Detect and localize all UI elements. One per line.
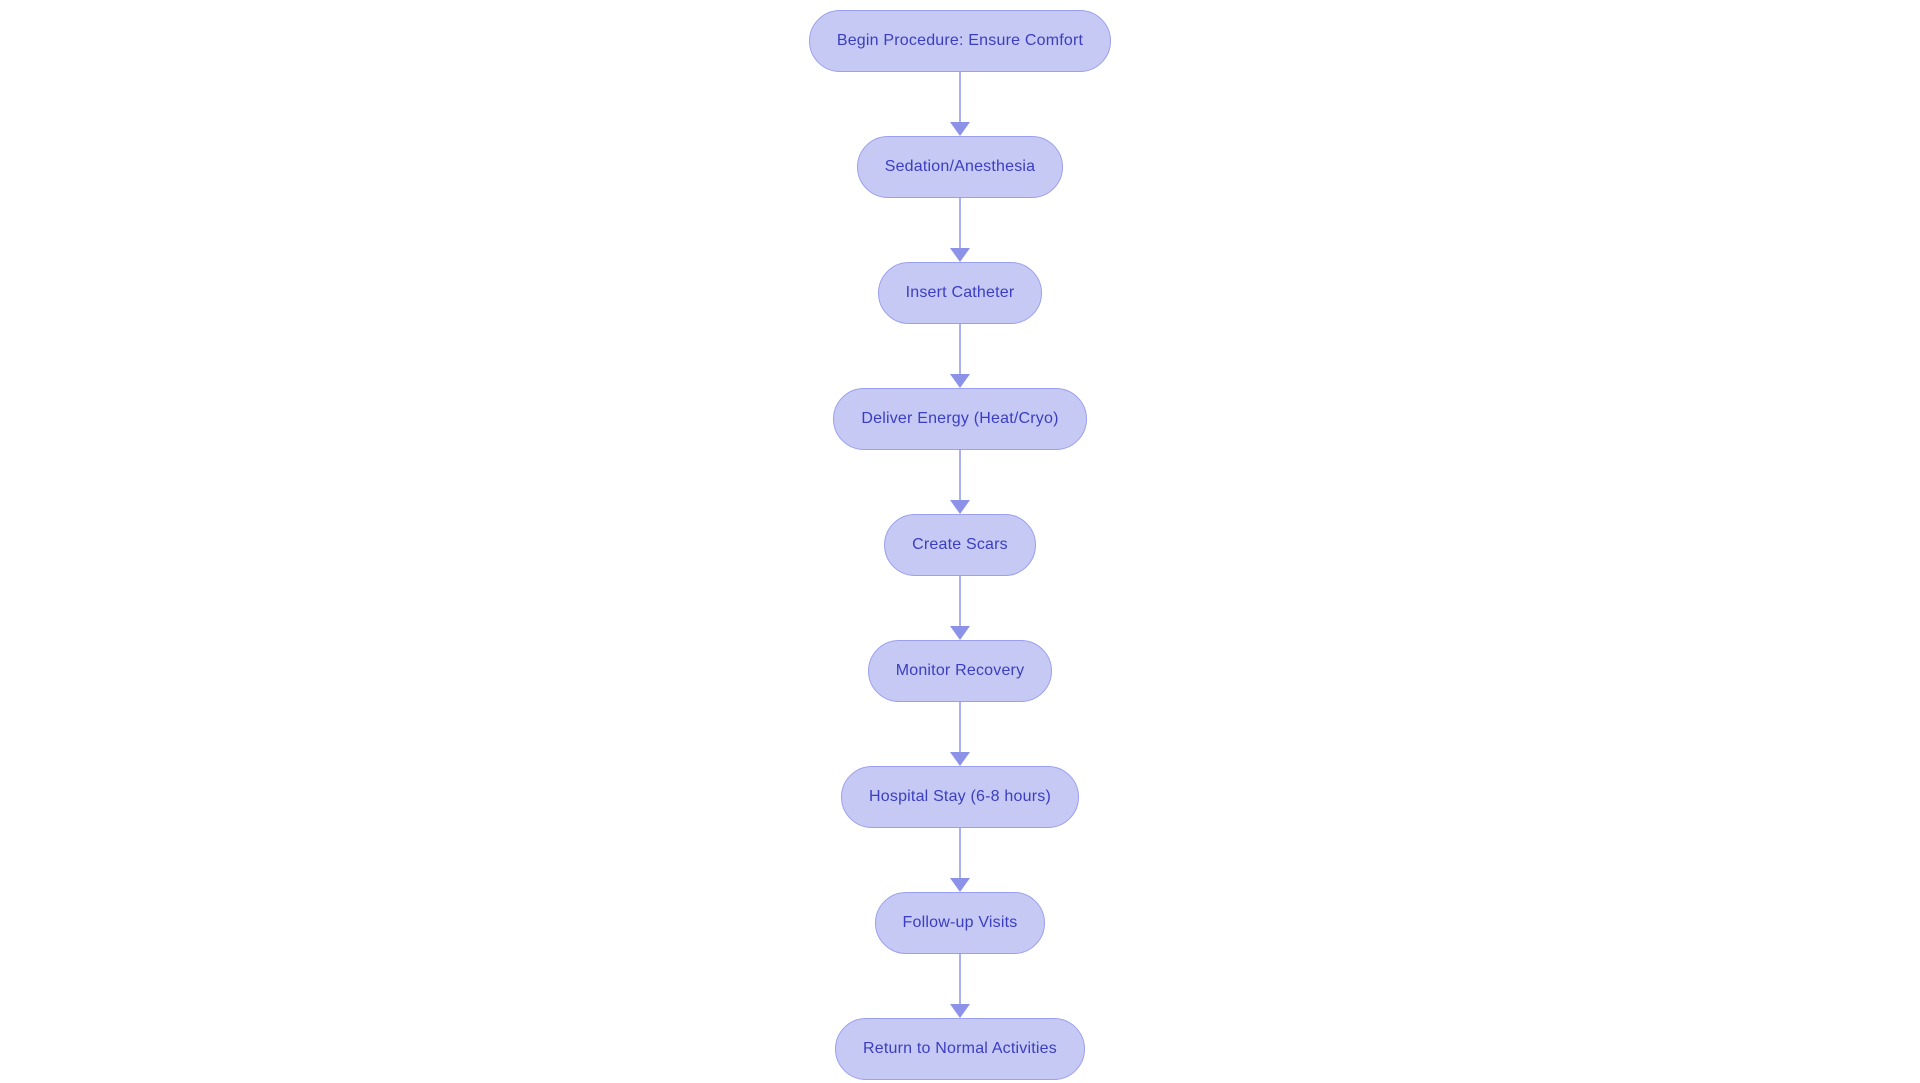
flowchart-node-step-1: Begin Procedure: Ensure Comfort: [808, 10, 1112, 72]
arrow-down-icon: [950, 500, 970, 514]
flowchart-node-step-6: Monitor Recovery: [867, 640, 1053, 702]
arrow-down-icon: [950, 626, 970, 640]
arrow-down-icon: [950, 1004, 970, 1018]
arrow-down-icon: [950, 374, 970, 388]
arrow-down-icon: [950, 878, 970, 892]
connector-line: [959, 828, 961, 879]
connector-line: [959, 954, 961, 1005]
connector-line: [959, 72, 961, 123]
flowchart-node-label: Insert Catheter: [905, 284, 1015, 301]
flowchart-connector: [949, 702, 971, 766]
flowchart-connector: [949, 450, 971, 514]
flowchart-connector: [949, 954, 971, 1018]
flowchart-node-step-2: Sedation/Anesthesia: [856, 136, 1064, 198]
arrow-down-icon: [950, 752, 970, 766]
flowchart-node-label: Deliver Energy (Heat/Cryo): [861, 410, 1059, 427]
flowchart-node-step-3: Insert Catheter: [877, 262, 1043, 324]
flowchart-node-label: Monitor Recovery: [895, 662, 1025, 679]
arrow-down-icon: [950, 248, 970, 262]
flowchart-node-label: Sedation/Anesthesia: [884, 158, 1036, 175]
flowchart-connector: [949, 198, 971, 262]
connector-line: [959, 324, 961, 375]
flowchart-node-step-8: Follow-up Visits: [874, 892, 1046, 954]
flowchart-node-step-9: Return to Normal Activities: [835, 1018, 1085, 1080]
arrow-down-icon: [950, 122, 970, 136]
connector-line: [959, 450, 961, 501]
flowchart-connector: [949, 72, 971, 136]
flowchart-connector: [949, 576, 971, 640]
flowchart-node-label: Return to Normal Activities: [863, 1040, 1057, 1057]
flowchart-connector: [949, 828, 971, 892]
flowchart-node-label: Hospital Stay (6-8 hours): [869, 788, 1051, 805]
flowchart-node-step-4: Deliver Energy (Heat/Cryo): [833, 388, 1087, 450]
flowchart-node-label: Follow-up Visits: [902, 914, 1018, 931]
flowchart-node-step-7: Hospital Stay (6-8 hours): [841, 766, 1079, 828]
flowchart-node-label: Create Scars: [912, 536, 1008, 553]
connector-line: [959, 198, 961, 249]
connector-line: [959, 702, 961, 753]
connector-line: [959, 576, 961, 627]
flowchart-node-label: Begin Procedure: Ensure Comfort: [836, 32, 1084, 49]
flowchart-node-step-5: Create Scars: [884, 514, 1036, 576]
flowchart-connector: [949, 324, 971, 388]
